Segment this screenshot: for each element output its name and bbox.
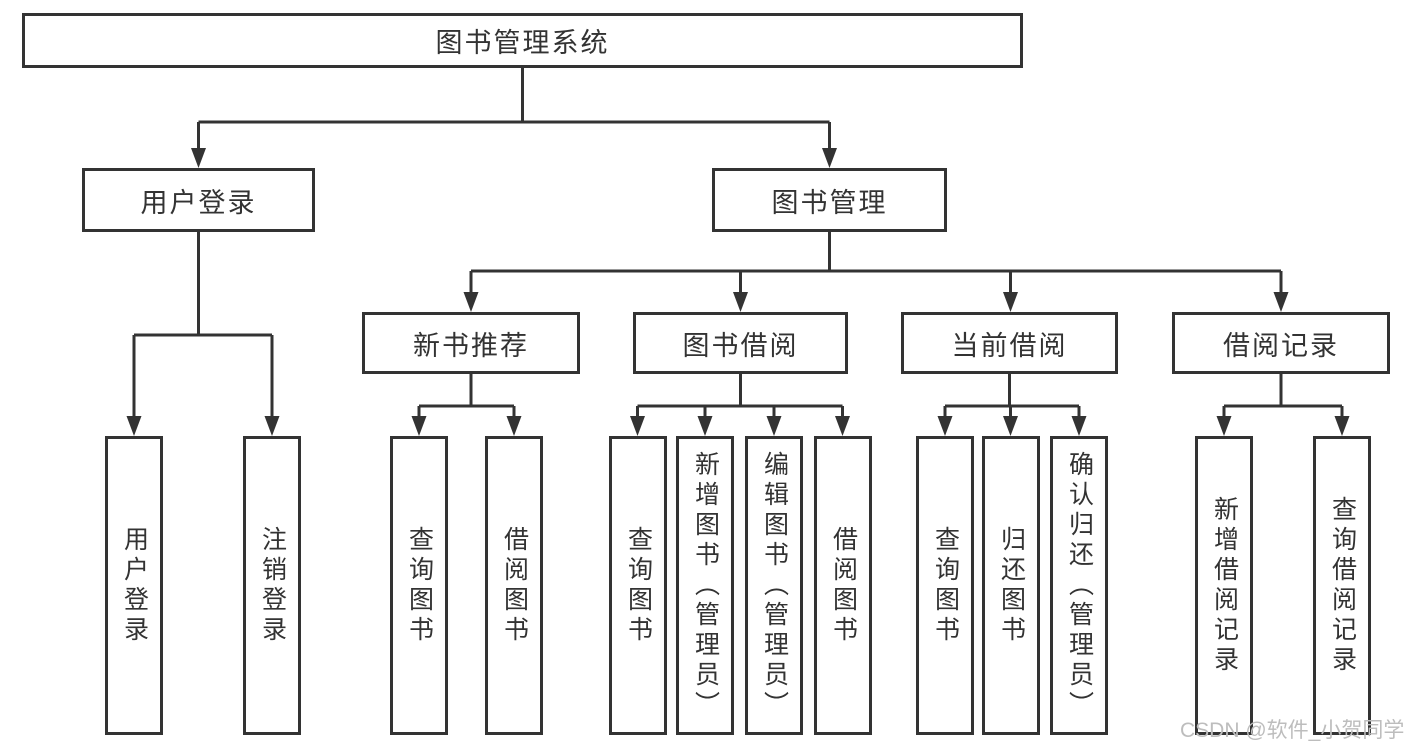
node-current-borrowing: 当前借阅 <box>901 312 1118 374</box>
node-leaf-return-book: 归还图书 <box>982 436 1040 735</box>
leaf-label: 查询图书 <box>405 525 434 646</box>
node-leaf-borrow-books-recommend: 借阅图书 <box>485 436 543 735</box>
node-leaf-add-borrow-record: 新增借阅记录 <box>1195 436 1253 735</box>
node-leaf-confirm-return-admin: 确认归还（管理员） <box>1050 436 1108 735</box>
leaf-label: 查询图书 <box>931 525 960 646</box>
leaf-label: 借阅图书 <box>829 525 858 646</box>
node-book-borrowing-label: 图书借阅 <box>682 330 799 361</box>
node-leaf-add-book-admin: 新增图书（管理员） <box>676 436 734 735</box>
leaf-label: 注销登录 <box>258 525 287 646</box>
arrowheads <box>126 148 1350 436</box>
node-book-management: 图书管理 <box>712 168 947 232</box>
node-book-borrowing: 图书借阅 <box>633 312 848 374</box>
node-leaf-borrow-books-borrowing: 借阅图书 <box>814 436 872 735</box>
leaf-label: 新增借阅记录 <box>1210 495 1239 676</box>
leaf-label: 查询借阅记录 <box>1328 495 1357 676</box>
leaf-label: 查询图书 <box>624 525 653 646</box>
node-borrowing-records-label: 借阅记录 <box>1223 330 1339 361</box>
leaf-label: 用户登录 <box>120 525 149 646</box>
leaf-label: 确认归还（管理员） <box>1065 450 1094 721</box>
node-leaf-edit-book-admin: 编辑图书（管理员） <box>745 436 803 735</box>
node-leaf-query-books-borrowing: 查询图书 <box>609 436 667 735</box>
node-book-management-label: 图书管理 <box>771 187 888 218</box>
leaf-label: 新增图书（管理员） <box>691 450 720 721</box>
node-new-book-recommend: 新书推荐 <box>362 312 580 374</box>
node-user-login: 用户登录 <box>82 168 315 232</box>
node-leaf-logout: 注销登录 <box>243 436 301 735</box>
watermark-text: CSDN @软件_小贺同学 <box>1180 719 1405 742</box>
node-leaf-user-login: 用户登录 <box>105 436 163 735</box>
node-leaf-query-borrow-record: 查询借阅记录 <box>1313 436 1371 735</box>
node-new-book-recommend-label: 新书推荐 <box>413 330 529 361</box>
node-root-label: 图书管理系统 <box>435 28 610 58</box>
node-root: 图书管理系统 <box>22 13 1023 68</box>
leaf-label: 借阅图书 <box>500 525 529 646</box>
node-current-borrowing-label: 当前借阅 <box>951 330 1068 361</box>
node-leaf-query-books-current: 查询图书 <box>916 436 974 735</box>
leaf-label: 归还图书 <box>997 525 1026 646</box>
node-leaf-query-books-recommend: 查询图书 <box>390 436 448 735</box>
connector-stems <box>132 68 1344 420</box>
node-borrowing-records: 借阅记录 <box>1172 312 1390 374</box>
node-user-login-label: 用户登录 <box>140 187 257 218</box>
leaf-label: 编辑图书（管理员） <box>760 450 789 721</box>
